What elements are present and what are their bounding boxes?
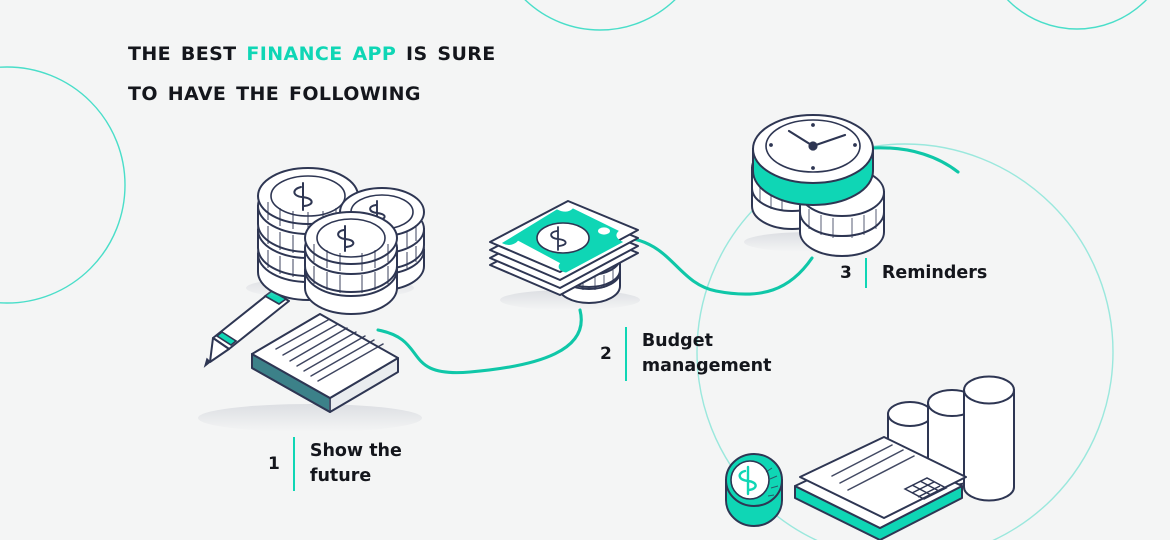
step-number: 3 xyxy=(840,262,852,283)
clock-tail-curve xyxy=(870,146,960,174)
page-title: The best finance app is sure to have the… xyxy=(128,32,768,112)
title-line2: to have the following xyxy=(128,76,421,107)
coin-stack-front xyxy=(304,211,398,315)
notepad-icon xyxy=(251,313,399,413)
top-left-circle xyxy=(0,66,126,304)
card-chip-icon xyxy=(903,477,948,500)
step-label: Reminders xyxy=(881,262,988,283)
top-right-circle xyxy=(1006,0,1148,30)
coin-stacks-illustration xyxy=(246,167,425,315)
credit-card-stack xyxy=(794,436,967,540)
teal-coin-icon xyxy=(725,453,783,527)
step-number: 2 xyxy=(600,343,612,364)
step-divider xyxy=(864,258,867,288)
top-center-circle xyxy=(524,0,676,31)
connector-curves xyxy=(376,146,960,375)
bar-cylinder-tall xyxy=(963,375,1015,502)
step-label: Show the future xyxy=(309,441,402,486)
title-line1-after: is sure xyxy=(396,36,496,67)
banknote-top xyxy=(489,200,639,273)
notepad-to-money-curve xyxy=(376,308,583,375)
notepad-with-pencil-illustration xyxy=(198,290,422,432)
step-divider xyxy=(624,327,627,381)
step-divider xyxy=(292,437,295,491)
step-item-3[interactable]: 3 Reminders xyxy=(840,258,987,288)
title-accent-finance-app: finance app xyxy=(246,36,397,67)
clock-on-coins-illustration xyxy=(744,114,885,257)
step-label: Budget management xyxy=(641,331,772,376)
money-to-clock-curve xyxy=(618,235,814,296)
title-line1-before: The best xyxy=(128,36,247,67)
clock-icon xyxy=(752,114,874,206)
step-item-1[interactable]: 1 Show the future xyxy=(268,437,402,491)
banknote-stack-illustration xyxy=(489,200,640,310)
cards-and-bars-illustration xyxy=(725,375,1015,540)
step-number: 1 xyxy=(268,453,280,474)
bottom-right-circle xyxy=(696,143,1114,540)
step-item-2[interactable]: 2 Budget management xyxy=(600,327,771,381)
